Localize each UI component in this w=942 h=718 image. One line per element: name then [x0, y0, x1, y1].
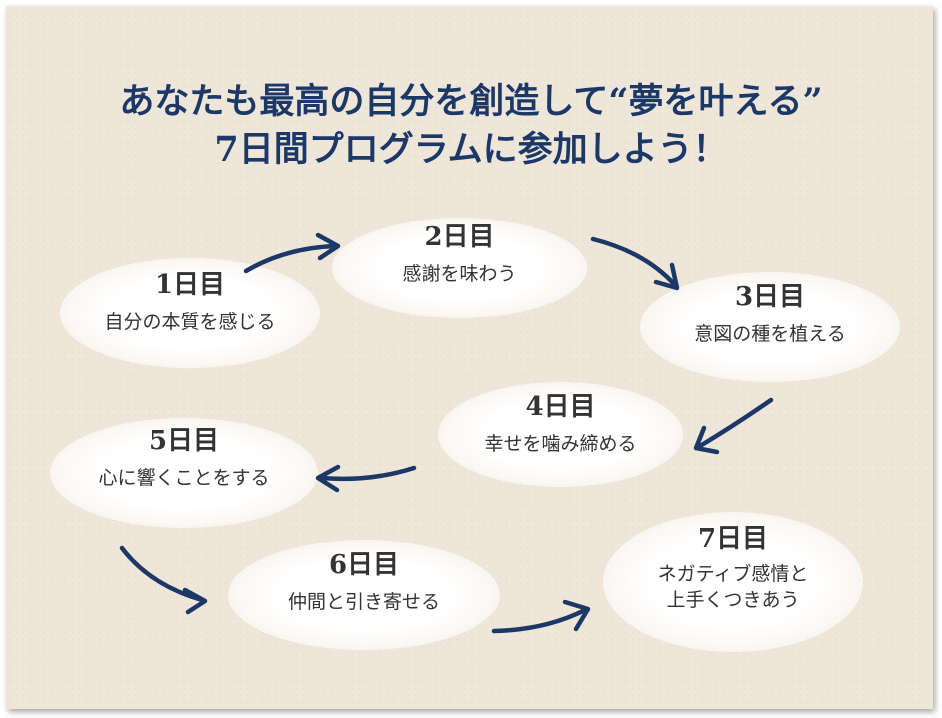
- step-4-glow: [438, 382, 683, 487]
- step-5: 5日目 心に響くことをする: [50, 428, 318, 492]
- step-1-glow: [60, 258, 320, 368]
- step-3-day: 3日目: [734, 282, 806, 312]
- page-title-line1: あなたも最高の自分を創造して“夢を叶える”: [119, 81, 823, 122]
- step-7-day: 7日目: [697, 524, 769, 554]
- step-7-desc-line1: ネガティブ感情と: [657, 563, 809, 585]
- step-3-glow: [640, 272, 900, 382]
- step-6-desc: 仲間と引き寄せる: [287, 591, 440, 613]
- arrow-5-to-6-icon: [119, 545, 208, 615]
- step-2-glow: [332, 218, 587, 318]
- step-5-glow: [50, 418, 318, 528]
- step-1-desc: 自分の本質を感じる: [104, 311, 276, 333]
- step-6-glow: [228, 540, 500, 650]
- step-7-desc: ネガティブ感情と 上手くつきあう: [603, 562, 863, 613]
- step-1-day: 1日目: [154, 270, 226, 300]
- arrow-2-to-3-icon: [590, 236, 680, 291]
- arrow-3-to-4-icon: [693, 397, 774, 455]
- arrow-4-to-5-icon: [315, 464, 417, 493]
- arrow-1-to-2-icon: [243, 232, 341, 274]
- step-7-desc-line2: 上手くつきあう: [666, 588, 800, 611]
- step-7-glow: [603, 512, 863, 652]
- step-2-desc: 感謝を味わう: [402, 263, 517, 285]
- step-3-desc: 意図の種を植える: [694, 323, 846, 345]
- arrow-6-to-7-icon: [491, 599, 591, 634]
- step-6: 6日目 仲間と引き寄せる: [228, 552, 500, 616]
- step-2: 2日目 感謝を味わう: [332, 224, 587, 288]
- step-6-day: 6日目: [328, 550, 400, 580]
- step-7: 7日目 ネガティブ感情と 上手くつきあう: [603, 526, 863, 613]
- step-5-day: 5日目: [148, 426, 220, 456]
- step-2-day: 2日目: [424, 222, 495, 252]
- step-4: 4日目 幸せを噛み締める: [438, 394, 683, 458]
- step-4-day: 4日目: [525, 392, 596, 422]
- step-5-desc: 心に響くことをする: [98, 467, 270, 489]
- page-title-line2: 7日間プログラムに参加しよう！: [214, 129, 728, 170]
- step-4-desc: 幸せを噛み締める: [484, 433, 637, 455]
- step-3: 3日目 意図の種を植える: [640, 284, 900, 348]
- step-1: 1日目 自分の本質を感じる: [60, 272, 320, 336]
